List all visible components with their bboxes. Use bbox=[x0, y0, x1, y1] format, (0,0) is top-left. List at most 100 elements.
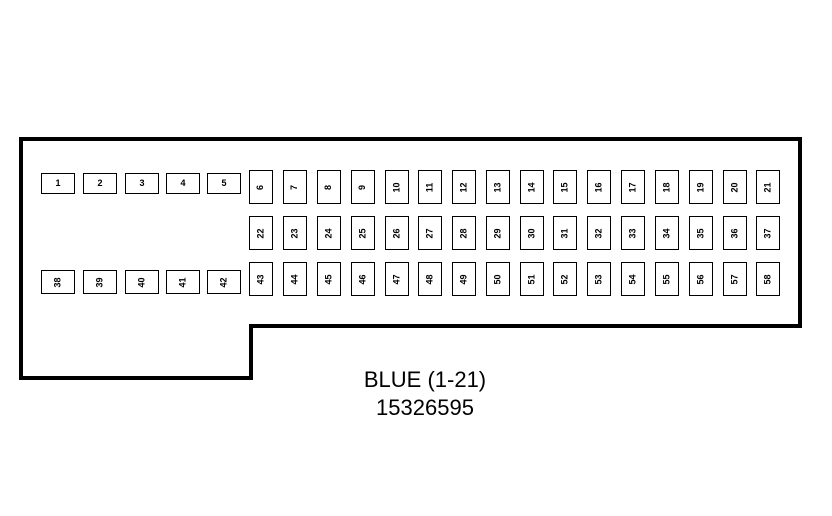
cavity-20: 20 bbox=[723, 170, 747, 204]
cavity-21: 21 bbox=[756, 170, 780, 204]
cavity-label: 58 bbox=[762, 273, 773, 285]
cavity-label: 43 bbox=[255, 273, 266, 285]
cavity-36: 36 bbox=[723, 216, 747, 250]
cavity-label: 47 bbox=[391, 273, 402, 285]
cavity-label: 49 bbox=[458, 273, 469, 285]
cavity-15: 15 bbox=[553, 170, 577, 204]
cavity-label: 10 bbox=[391, 181, 402, 193]
cavity-58: 58 bbox=[756, 262, 780, 296]
cavity-label: 44 bbox=[289, 273, 300, 285]
cavity-56: 56 bbox=[689, 262, 713, 296]
cavity-label: 18 bbox=[661, 181, 672, 193]
cavity-label: 2 bbox=[97, 178, 103, 188]
cavity-label: 39 bbox=[94, 276, 105, 288]
cavity-label: 28 bbox=[458, 227, 469, 239]
cavity-32: 32 bbox=[587, 216, 611, 250]
cavity-label: 55 bbox=[661, 273, 672, 285]
cavity-55: 55 bbox=[655, 262, 679, 296]
cavity-1: 1 bbox=[41, 173, 75, 194]
cavity-label: 50 bbox=[492, 273, 503, 285]
cavity-label: 8 bbox=[323, 184, 334, 190]
cavity-16: 16 bbox=[587, 170, 611, 204]
cavity-label: 52 bbox=[559, 273, 570, 285]
cavity-37: 37 bbox=[756, 216, 780, 250]
cavity-label: 31 bbox=[559, 227, 570, 239]
cavity-27: 27 bbox=[418, 216, 442, 250]
cavity-41: 41 bbox=[166, 270, 200, 294]
cavity-label: 56 bbox=[695, 273, 706, 285]
cavity-label: 24 bbox=[323, 227, 334, 239]
cavity-label: 21 bbox=[762, 181, 773, 193]
cavity-label: 46 bbox=[357, 273, 368, 285]
cavity-10: 10 bbox=[385, 170, 409, 204]
cavity-label: 32 bbox=[593, 227, 604, 239]
cavity-label: 19 bbox=[695, 181, 706, 193]
cavity-label: 25 bbox=[357, 227, 368, 239]
cavity-label: 30 bbox=[526, 227, 537, 239]
cavity-23: 23 bbox=[283, 216, 307, 250]
cavity-49: 49 bbox=[452, 262, 476, 296]
cavity-label: 40 bbox=[136, 276, 147, 288]
cavity-14: 14 bbox=[520, 170, 544, 204]
cavity-label: 13 bbox=[492, 181, 503, 193]
cavity-50: 50 bbox=[486, 262, 510, 296]
cavity-label: 36 bbox=[729, 227, 740, 239]
cavity-19: 19 bbox=[689, 170, 713, 204]
cavity-39: 39 bbox=[83, 270, 117, 294]
cavity-7: 7 bbox=[283, 170, 307, 204]
cavity-label: 23 bbox=[289, 227, 300, 239]
cavity-33: 33 bbox=[621, 216, 645, 250]
cavity-label: 37 bbox=[762, 227, 773, 239]
cavity-53: 53 bbox=[587, 262, 611, 296]
cavity-28: 28 bbox=[452, 216, 476, 250]
cavity-label: 38 bbox=[52, 276, 63, 288]
cavity-label: 12 bbox=[458, 181, 469, 193]
cavity-54: 54 bbox=[621, 262, 645, 296]
cavity-4: 4 bbox=[166, 173, 200, 194]
cavity-22: 22 bbox=[249, 216, 273, 250]
cavity-42: 42 bbox=[207, 270, 241, 294]
cavity-label: 7 bbox=[289, 184, 300, 190]
cavity-label: 42 bbox=[218, 276, 229, 288]
cavity-57: 57 bbox=[723, 262, 747, 296]
cavity-24: 24 bbox=[317, 216, 341, 250]
cavity-34: 34 bbox=[655, 216, 679, 250]
cavity-40: 40 bbox=[125, 270, 159, 294]
cavity-label: 3 bbox=[139, 178, 145, 188]
cavity-45: 45 bbox=[317, 262, 341, 296]
cavity-label: 1 bbox=[55, 178, 61, 188]
cavity-2: 2 bbox=[83, 173, 117, 194]
cavity-label: 9 bbox=[357, 184, 368, 190]
cavity-46: 46 bbox=[351, 262, 375, 296]
cavity-label: 34 bbox=[661, 227, 672, 239]
cavity-label: 48 bbox=[424, 273, 435, 285]
cavity-8: 8 bbox=[317, 170, 341, 204]
cavity-label: 45 bbox=[323, 273, 334, 285]
cavity-47: 47 bbox=[385, 262, 409, 296]
cavity-label: 17 bbox=[627, 181, 638, 193]
connector-color-label: BLUE (1-21) bbox=[363, 367, 487, 392]
cavity-label: 51 bbox=[526, 273, 537, 285]
cavity-35: 35 bbox=[689, 216, 713, 250]
cavity-label: 14 bbox=[526, 181, 537, 193]
cavity-label: 27 bbox=[424, 227, 435, 239]
cavity-29: 29 bbox=[486, 216, 510, 250]
cavity-6: 6 bbox=[249, 170, 273, 204]
cavity-13: 13 bbox=[486, 170, 510, 204]
cavity-25: 25 bbox=[351, 216, 375, 250]
cavity-label: 15 bbox=[559, 181, 570, 193]
cavity-12: 12 bbox=[452, 170, 476, 204]
cavity-label: 26 bbox=[391, 227, 402, 239]
cavity-52: 52 bbox=[553, 262, 577, 296]
cavity-label: 57 bbox=[729, 273, 740, 285]
cavity-51: 51 bbox=[520, 262, 544, 296]
cavity-30: 30 bbox=[520, 216, 544, 250]
part-number-label: 15326595 bbox=[376, 395, 474, 420]
cavity-26: 26 bbox=[385, 216, 409, 250]
cavity-5: 5 bbox=[207, 173, 241, 194]
cavity-label: 41 bbox=[177, 276, 188, 288]
cavity-11: 11 bbox=[418, 170, 442, 204]
cavity-17: 17 bbox=[621, 170, 645, 204]
